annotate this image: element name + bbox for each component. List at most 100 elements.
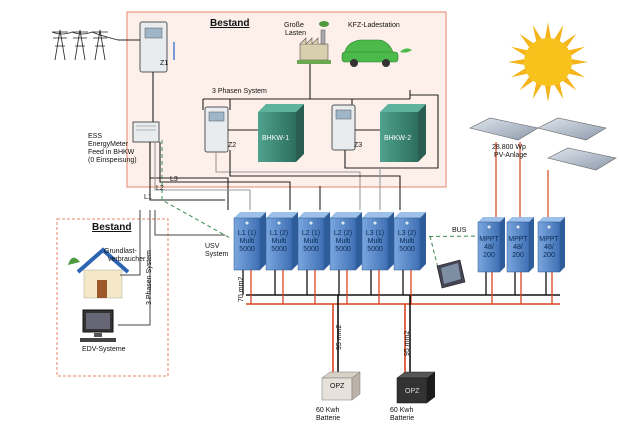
cable-95b-label: 95 mm2 [404, 330, 411, 356]
meter-z2-label: Z2 [228, 142, 237, 149]
sun-ray [545, 22, 551, 39]
inverter-4-label-1: L2 (2) [333, 230, 353, 237]
mppt-3 [537, 217, 565, 273]
inverter-1-label-1: L1 (1) [237, 230, 257, 237]
phase-l3-label: L3 [170, 176, 178, 183]
ess-label-1: ESS [88, 133, 103, 140]
bhkw2-icon [380, 104, 426, 162]
large-loads-line2: Lasten [285, 30, 307, 37]
meter-z3-icon [331, 104, 356, 151]
meter-z3-label: Z3 [354, 142, 363, 149]
sun-ray [562, 33, 577, 48]
sun-ray [568, 46, 585, 56]
inverter-4-label-2: Multi [335, 238, 351, 245]
inverter-6-label-1: L3 (2) [397, 230, 417, 237]
inverter-1 [233, 212, 266, 271]
three-phase-vertical-label: 3 Phasen System [146, 250, 153, 305]
ess-meter-icon [132, 121, 160, 143]
sun-ray [519, 76, 534, 91]
inverter-5-label-3: 5000 [367, 246, 383, 253]
bestand-left-title: Bestand [92, 222, 132, 233]
meter-z1-label: Z1 [160, 60, 169, 67]
ess-label-2: EnergyMeter [88, 141, 129, 148]
cable-95a-label: 95 mm2 [336, 324, 343, 350]
usv-label-2: System [205, 251, 229, 258]
battery2-name-label: Batterie [390, 415, 415, 422]
phase-l1-label: L1 [144, 194, 152, 201]
battery2-icon [396, 371, 436, 404]
sun-ray [571, 59, 588, 65]
mppt-2-label-2: 48/ [513, 244, 523, 251]
pv-panels-icon [469, 117, 617, 171]
inverter-3-label-3: 5000 [303, 246, 319, 253]
house-icon [68, 247, 130, 299]
inverter-2-label-2: Multi [271, 238, 287, 245]
inverter-2-label-3: 5000 [271, 246, 287, 253]
sun-icon [508, 22, 588, 102]
mppt-2-label-3: 200 [512, 252, 524, 259]
mppt-3-label-3: 200 [543, 252, 555, 259]
sun-ray [511, 68, 528, 78]
inverter-4 [329, 212, 362, 271]
bus-lines [161, 140, 491, 269]
pv-dc-lines [495, 142, 549, 222]
factory-icon [297, 21, 331, 64]
bus-label: BUS [452, 227, 467, 234]
sun-ray [532, 25, 542, 42]
inverter-5-label-2: Multi [367, 238, 383, 245]
sun-ray [511, 46, 528, 56]
edv-label: EDV-Systeme [82, 346, 126, 353]
inverter-2-label-1: L1 (2) [269, 230, 289, 237]
mppt-2-label-1: MPPT [508, 236, 528, 243]
large-loads-line1: Große [284, 22, 304, 29]
battery1-cap-label: 60 Kwh [316, 407, 340, 414]
meter-z1-icon [139, 21, 175, 73]
mppt-2 [506, 217, 534, 273]
battery1-icon [321, 371, 361, 401]
sun-ray [554, 82, 564, 99]
inverter-3-label-1: L2 (1) [301, 230, 321, 237]
mppt-1-label-3: 200 [483, 252, 495, 259]
mppt-1-label-2: 48/ [484, 244, 494, 251]
drop-wires [242, 270, 553, 304]
mppt-1-label-1: MPPT [479, 236, 499, 243]
sun-core [524, 38, 572, 86]
display-panel-icon [436, 259, 466, 289]
battery1-opz-label: OPZ [330, 383, 345, 390]
computer-icon [80, 309, 116, 342]
sun-ray [508, 59, 525, 65]
sun-ray [545, 85, 551, 102]
inverter-3-label-2: Multi [303, 238, 319, 245]
base-load-line1: Grundlast- [104, 248, 137, 255]
inverter-1-label-3: 5000 [239, 246, 255, 253]
inverter-rack [233, 212, 426, 271]
power-pylon-icon [51, 29, 119, 61]
bestand-top-title: Bestand [210, 18, 250, 29]
ac-busbars [246, 294, 560, 305]
ess-label-3: Feed in BHKW [88, 149, 135, 156]
mppt-rack [477, 217, 565, 273]
sun-ray [568, 68, 585, 78]
pv-label-2: PV-Anlage [494, 152, 528, 159]
battery2-opz-label: OPZ [405, 388, 420, 395]
inverter-5-label-1: L3 (1) [365, 230, 385, 237]
cable-70-label: 70 mm2 [238, 276, 245, 302]
base-load-line2: verbraucher [108, 256, 146, 263]
usv-label-1: USV [205, 243, 220, 250]
pv-label-1: 28.800 Wp [492, 144, 526, 151]
inverter-6 [393, 212, 426, 271]
ev-station-label: KFZ-Ladestation [348, 22, 400, 29]
battery2-cap-label: 60 Kwh [390, 407, 414, 414]
left-phase-lines [118, 210, 225, 326]
sun-ray [532, 82, 542, 99]
inverter-2 [265, 212, 298, 271]
phase-l2-label: L2 [156, 185, 164, 192]
three-phase-label: 3 Phasen System [212, 88, 267, 95]
sun-ray [554, 25, 564, 42]
top-three-phase-lines [202, 64, 411, 110]
bhkw1-label: BHKW-1 [262, 135, 290, 142]
mppt-3-label-1: MPPT [539, 236, 559, 243]
battery-cables [332, 295, 411, 380]
battery1-name-label: Batterie [316, 415, 341, 422]
